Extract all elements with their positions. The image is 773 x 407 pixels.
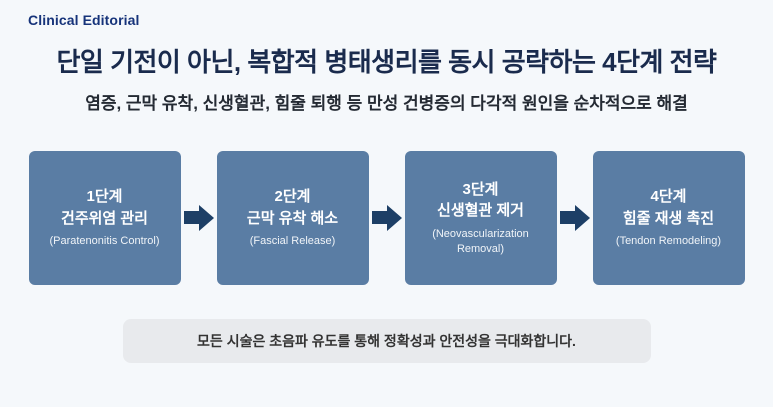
arrow-shaft <box>183 211 199 225</box>
step-stage: 4단계 <box>650 187 687 205</box>
arrow-head <box>386 204 402 231</box>
process-flow: 1단계 건주위염 관리 (Paratenonitis Control) 2단계 … <box>0 150 773 285</box>
arrow-shaft <box>371 211 387 225</box>
eyebrow-label: Clinical Editorial <box>28 12 140 28</box>
arrow-head <box>574 204 590 231</box>
step-english-label: (Tendon Remodeling) <box>615 235 722 248</box>
step-name: 힘줄 재생 촉진 <box>622 209 715 227</box>
step-stage: 2단계 <box>274 187 311 205</box>
step-english-label: (Neovascularization Removal) <box>432 228 529 255</box>
step-box-4: 4단계 힘줄 재생 촉진 (Tendon Remodeling) <box>592 150 745 285</box>
flow-arrow-icon <box>371 204 402 231</box>
flow-arrow-icon <box>559 204 590 231</box>
step-name: 신생혈관 제거 <box>437 202 524 220</box>
step-box-3: 3단계 신생혈관 제거 (Neovascularization Removal) <box>404 150 557 285</box>
step-english-label: (Paratenonitis Control) <box>49 235 160 248</box>
step-stage: 3단계 <box>462 180 499 198</box>
page-title: 단일 기전이 아닌, 복합적 병태생리를 동시 공략하는 4단계 전략 <box>56 47 717 77</box>
step-name: 건주위염 관리 <box>61 209 148 227</box>
footer-note-text: 모든 시술은 초음파 유도를 통해 정확성과 안전성을 극대화합니다. <box>197 332 576 349</box>
page-subtitle: 염증, 근막 유착, 신생혈관, 힘줄 퇴행 등 만성 건병증의 다각적 원인을… <box>85 93 688 113</box>
step-stage: 1단계 <box>86 187 123 205</box>
footer-note-banner: 모든 시술은 초음파 유도를 통해 정확성과 안전성을 극대화합니다. <box>122 318 651 363</box>
step-box-1: 1단계 건주위염 관리 (Paratenonitis Control) <box>28 150 181 285</box>
flow-arrow-icon <box>183 204 214 231</box>
arrow-head <box>198 204 214 231</box>
arrow-shaft <box>559 211 575 225</box>
step-box-2: 2단계 근막 유착 해소 (Fascial Release) <box>216 150 369 285</box>
step-name: 근막 유착 해소 <box>246 209 339 227</box>
step-english-label: (Fascial Release) <box>249 235 336 248</box>
